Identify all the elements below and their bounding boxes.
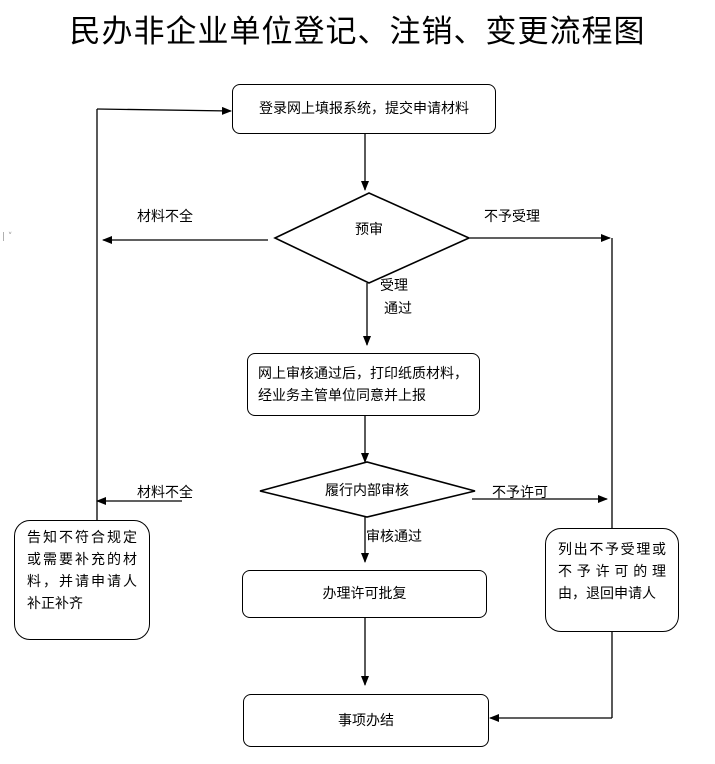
label-materials-incomplete-2: 材料不全 (137, 485, 193, 501)
print-and-report-box: 网上审核通过后，打印纸质材料，经业务主管单位同意并上报 (247, 353, 480, 416)
supplement-notice-text: 告知不符合规定或需要补充的材料，并请申请人补正补齐 (27, 530, 137, 612)
approve-box: 办理许可批复 (242, 570, 487, 618)
label-not-permitted: 不予许可 (492, 485, 548, 501)
label-review-passed: 审核通过 (366, 529, 422, 545)
label-not-accepted: 不予受理 (484, 209, 540, 225)
internal-review-label: 履行内部审核 (325, 483, 409, 499)
label-passed: 通过 (384, 301, 412, 317)
supplement-notice-box: 告知不符合规定或需要补充的材料，并请申请人补正补齐 (14, 520, 150, 640)
label-accepted: 受理 (380, 278, 408, 294)
internal-review-diamond (259, 461, 476, 518)
prereview-label: 预审 (355, 222, 383, 238)
label-materials-incomplete-1: 材料不全 (137, 209, 193, 225)
approve-text: 办理许可批复 (322, 586, 407, 602)
prereview-diamond (273, 192, 471, 284)
complete-box: 事项办结 (243, 694, 489, 747)
arrow-return-to-submit (96, 106, 232, 115)
submit-application-box: 登录网上填报系统，提交申请材料 (232, 84, 496, 134)
print-and-report-text: 网上审核通过后，打印纸质材料，经业务主管单位同意并上报 (258, 365, 468, 404)
reject-reason-text: 列出不予受理或不予许可的理由，退回申请人 (558, 542, 666, 602)
reject-reason-box: 列出不予受理或不予许可的理由，退回申请人 (545, 528, 679, 632)
submit-application-text: 登录网上填报系统，提交申请材料 (259, 101, 469, 117)
page-title: 民办非企业单位登记、注销、变更流程图 (69, 14, 646, 50)
complete-text: 事项办结 (338, 712, 394, 729)
cell-marker-glyph: | ˅ (2, 232, 13, 242)
